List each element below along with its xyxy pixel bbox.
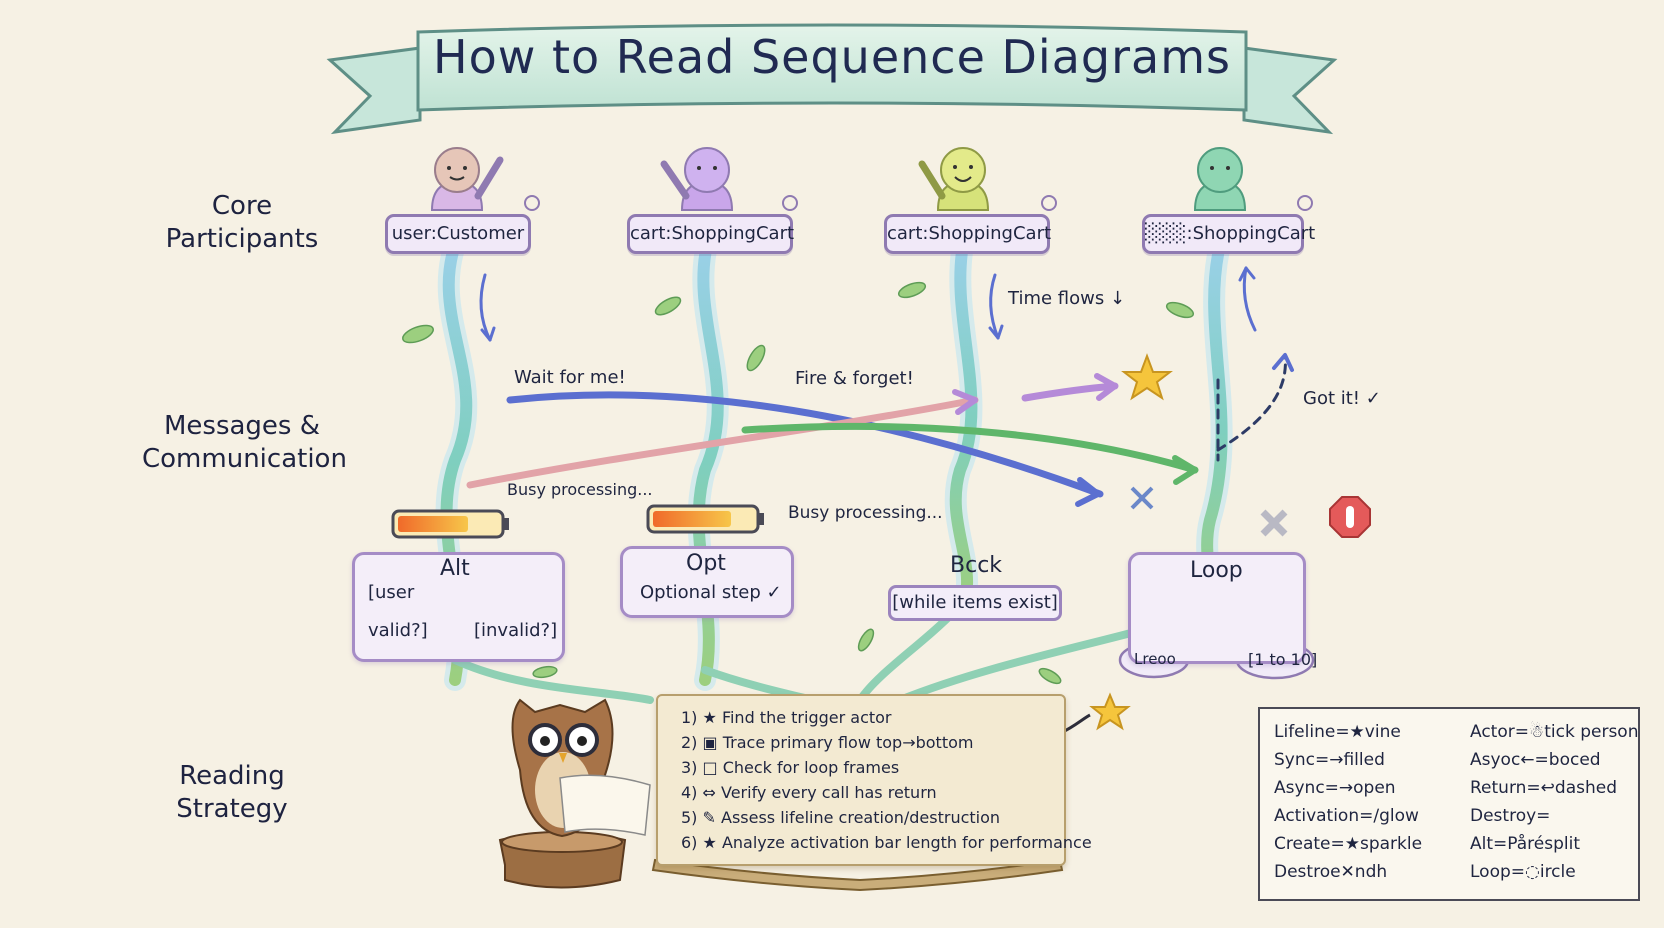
loop-guard-right: [1 to 10] [1248,650,1318,669]
activation-label-1: Busy processing... [507,480,653,499]
legend-left-1: Lifeline=★vine [1274,722,1401,742]
participant-box-1[interactable]: user:Customer [385,214,531,254]
return-label: Got it! ✓ [1303,388,1381,409]
legend-left-2: Sync=→filled [1274,750,1385,770]
legend-right-2: Asyoc←=boced [1470,750,1601,770]
strategy-step-3: 3) □ Check for loop frames [681,758,900,777]
alt-guard-right: [invalid?] [474,620,558,641]
participant-box-3[interactable]: cart:ShoppingCart [884,214,1051,254]
actor-figure-3 [918,147,990,211]
legend-right-5: Alt=Pårésplit [1470,834,1581,854]
legend-right-4: Destroy= [1470,806,1551,826]
star-icon [1089,692,1131,731]
section-label-strategy: Reading Strategy [176,761,288,824]
legend-box [1258,707,1640,901]
page-title: How to Read Sequence Diagrams [433,30,1231,84]
strategy-step-6: 6) ★ Analyze activation bar length for p… [681,833,1092,852]
break-frame-guard: [while items exist] [888,585,1062,621]
destroy-grey-x-icon [1260,509,1288,537]
alt-guard-left-2: valid?] [368,620,428,641]
vine-leaves [402,281,1195,685]
alt-guard-left-1: [user [368,582,415,603]
destroy-x-icon [1130,486,1154,510]
actor-figure-1 [430,147,504,211]
strategy-step-2: 2) ▣ Trace primary flow top→bottom [681,733,974,752]
strategy-step-5: 5) ✎ Assess lifeline creation/destructio… [681,808,1001,827]
legend-left-5: Create=★sparkle [1274,834,1423,854]
break-frame-title: Bcck [950,553,1003,578]
participant-box-2[interactable]: cart:ShoppingCart [627,214,794,254]
legend-right-6: Loop=◌ircle [1470,862,1576,882]
section-label-participants: Core Participants [165,191,319,254]
sparkle-icon [1121,353,1173,401]
legend-left-6: Destroe✕ndh [1274,862,1388,882]
title-banner [326,23,1338,135]
legend-left-4: Activation=∕glow [1274,806,1419,826]
actor-figure-4 [1193,147,1247,211]
activation-bar-1 [391,509,509,539]
loop-guard-left: Lreoo [1134,650,1176,668]
stop-sign-icon [1329,496,1371,538]
participant-box-4[interactable]: ░░░:ShoppingCart [1142,214,1315,254]
section-label-messages: Messages & Communication [142,411,347,474]
strategy-step-1: 1) ★ Find the trigger actor [681,708,892,727]
owl-illustration [498,698,651,889]
strategy-step-4: 4) ⇔ Verify every call has return [681,783,937,802]
alt-frame [352,552,565,662]
message-label-sync: Wait for me! [514,367,626,388]
message-arrows [466,266,1294,507]
legend-right-3: Return=↩dashed [1470,778,1617,798]
legend-right-1: Actor=☃tick person [1470,722,1639,742]
actor-figure-2 [660,147,734,211]
opt-frame-title: Opt [686,551,726,576]
strategy-scroll [656,694,1066,866]
activation-label-2: Busy processing... [788,503,943,523]
loop-frame-title: Loop [1190,558,1243,583]
time-flows-label: Time flows ↓ [1008,288,1126,309]
opt-frame-caption: Optional step ✓ [640,582,782,603]
loop-frame [1128,552,1306,664]
opt-frame [620,546,794,618]
message-label-async: Fire & forget! [795,368,914,389]
book-illustration [651,858,1064,892]
activation-bar-2 [646,504,764,534]
legend-left-3: Async=→open [1274,778,1396,798]
actor-figures [430,147,1313,211]
alt-frame-title: Alt [440,556,470,581]
